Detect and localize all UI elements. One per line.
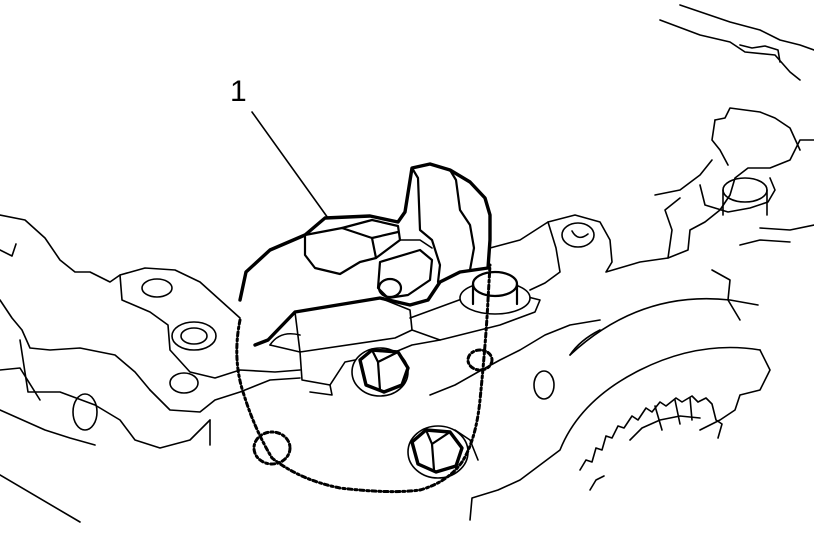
bracket-edge-arc bbox=[269, 332, 301, 346]
bolt-hole-far-left bbox=[72, 393, 98, 431]
sensor-connector bbox=[303, 226, 378, 276]
stud-boss-right bbox=[722, 177, 768, 203]
installation-area-outline bbox=[235, 263, 494, 494]
bolt-hole-lower-left bbox=[169, 372, 199, 394]
left-engine-block bbox=[0, 214, 301, 523]
flange-bolt-hole bbox=[377, 277, 403, 299]
bolt-upper bbox=[351, 347, 410, 397]
oil-passage-hole bbox=[533, 370, 555, 400]
sensor-assembly bbox=[238, 162, 492, 347]
right-engine-block bbox=[429, 4, 814, 521]
bolt-hole-upper-left bbox=[141, 278, 173, 298]
stud-boss bbox=[561, 222, 595, 248]
casting-arc bbox=[569, 329, 601, 356]
bolt-lower bbox=[407, 425, 469, 479]
bolt-hole-boss bbox=[171, 321, 217, 351]
guide-stud bbox=[459, 270, 531, 315]
callout-leader-line bbox=[251, 111, 339, 233]
callout-number-1: 1 bbox=[230, 75, 247, 108]
crank-gear bbox=[579, 395, 723, 491]
